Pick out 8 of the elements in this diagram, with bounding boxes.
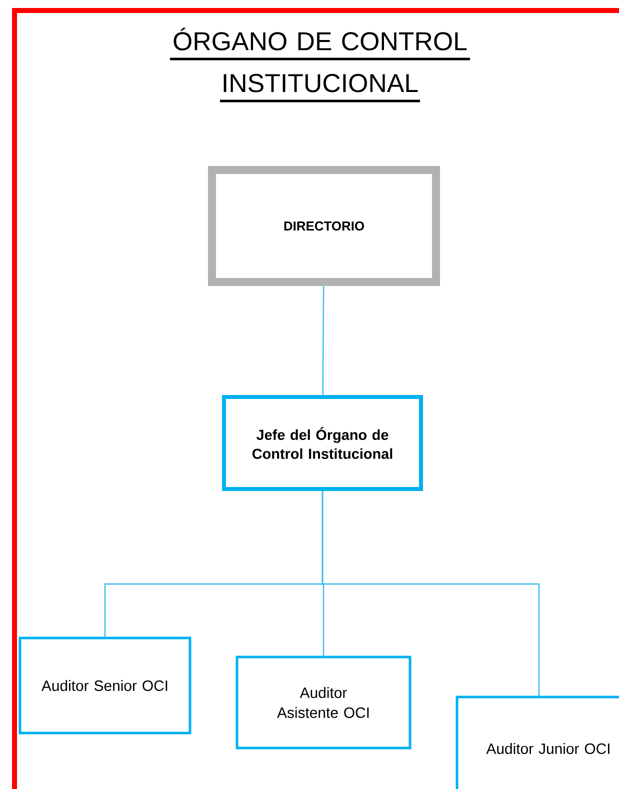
board-box: DIRECTORIO <box>208 166 440 286</box>
position-box: Auditor Asistente OCI <box>236 656 412 750</box>
connector-line <box>322 286 324 395</box>
connector-line <box>322 491 540 697</box>
position-box: Auditor Senior OCI <box>18 636 192 734</box>
position-box: Auditor Junior OCI <box>456 696 619 789</box>
title: ÓRGANO DE CONTROL INSTITUCIONAL <box>170 28 470 102</box>
head-box: Jefe del Órgano de Control Institucional <box>222 395 423 491</box>
